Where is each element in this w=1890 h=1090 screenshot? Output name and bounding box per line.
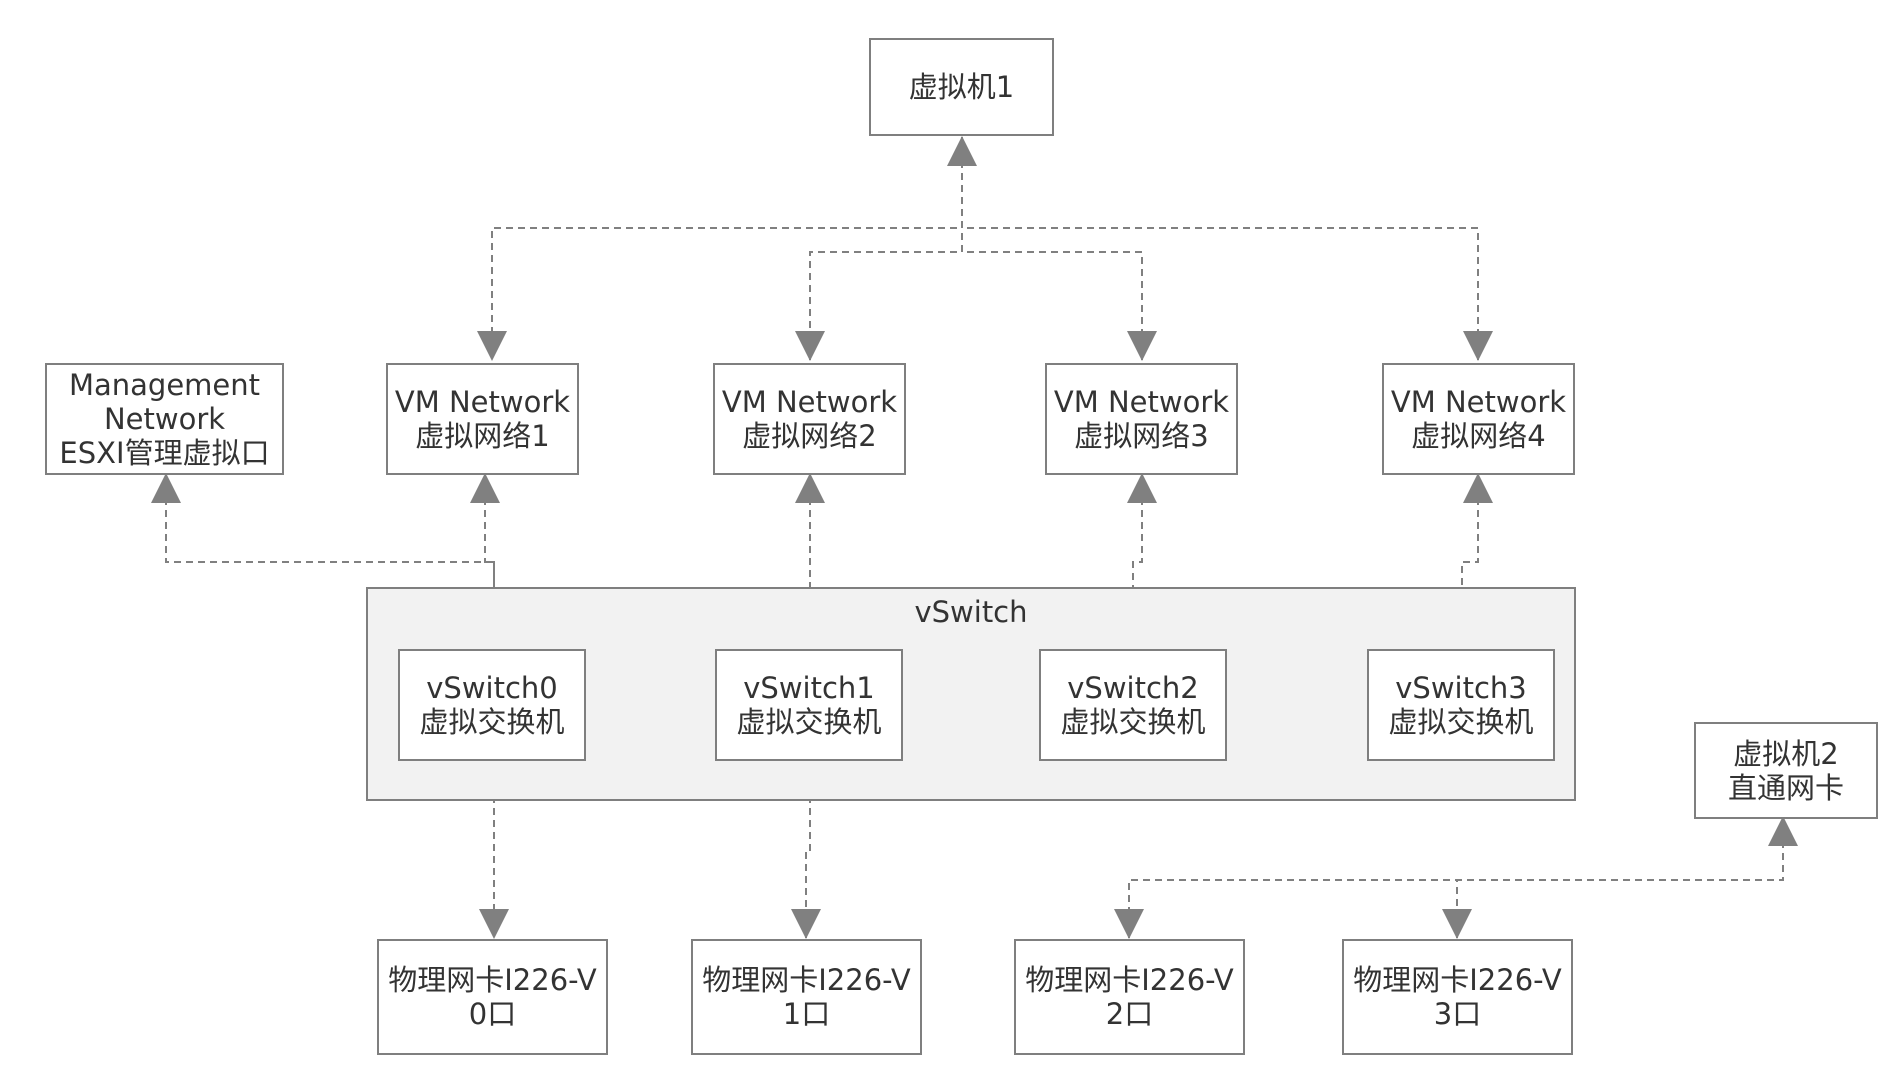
edge-vm1-vmnet1	[477, 136, 977, 361]
vm2-passthrough-node: 虚拟机2 直通网卡	[1694, 722, 1878, 819]
vm-network-2-node: VM Network 虚拟网络2	[713, 363, 906, 475]
vm-network-2-line1: VM Network	[721, 385, 898, 419]
nic-0-line1: 物理网卡I226-V	[388, 963, 597, 997]
nic-1-line1: 物理网卡I226-V	[702, 963, 911, 997]
nic-0-node: 物理网卡I226-V 0口	[377, 939, 608, 1055]
nic-2-node: 物理网卡I226-V 2口	[1014, 939, 1245, 1055]
vm-network-4-line1: VM Network	[1390, 385, 1567, 419]
vm-network-3-node: VM Network 虚拟网络3	[1045, 363, 1238, 475]
vswitch1-line1: vSwitch1	[743, 671, 875, 705]
vswitch2-line1: vSwitch2	[1067, 671, 1199, 705]
management-network-node: Management Network ESXI管理虚拟口	[45, 363, 284, 475]
vm2-line2: 直通网卡	[1727, 770, 1844, 805]
edge-vm1-vmnet3	[961, 137, 1157, 361]
vm-network-3-line1: VM Network	[1053, 385, 1230, 419]
vm-network-1-node: VM Network 虚拟网络1	[386, 363, 579, 475]
management-line2: Network	[103, 402, 226, 436]
nic-2-line1: 物理网卡I226-V	[1025, 963, 1234, 997]
nic-1-node: 物理网卡I226-V 1口	[691, 939, 922, 1055]
vm-network-3-line2: 虚拟网络3	[1074, 419, 1209, 453]
vswitch-group-title: vSwitch	[914, 595, 1028, 629]
edge-vswitch1-nic1	[791, 759, 825, 939]
nic-1-line2: 1口	[782, 997, 831, 1031]
vswitch0-line1: vSwitch0	[426, 671, 558, 705]
vm1-label: 虚拟机1	[908, 70, 1015, 104]
nic-0-line2: 0口	[468, 997, 517, 1031]
vswitch3-line1: vSwitch3	[1395, 671, 1527, 705]
vm-network-4-node: VM Network 虚拟网络4	[1382, 363, 1575, 475]
nic-3-line1: 物理网卡I226-V	[1353, 963, 1562, 997]
vswitch1-line2: 虚拟交换机	[736, 705, 882, 739]
vm-network-4-line2: 虚拟网络4	[1411, 419, 1546, 453]
edge-vm1-vmnet4	[961, 137, 1493, 361]
vswitch3-line2: 虚拟交换机	[1388, 705, 1534, 739]
vm2-line1: 虚拟机2	[1733, 736, 1839, 771]
nic-3-node: 物理网卡I226-V 3口	[1342, 939, 1573, 1055]
vswitch0-line2: 虚拟交换机	[419, 705, 565, 739]
vswitch2-line2: 虚拟交换机	[1060, 705, 1206, 739]
management-line3: ESXI管理虚拟口	[59, 436, 270, 470]
edge-vm2-nic3	[1442, 817, 1784, 939]
nic-2-line2: 2口	[1105, 997, 1154, 1031]
vm-network-1-line2: 虚拟网络1	[415, 419, 550, 453]
edge-vm2-nic2	[1114, 816, 1798, 939]
vswitch0-node: vSwitch0 虚拟交换机	[398, 649, 586, 761]
vswitch1-node: vSwitch1 虚拟交换机	[715, 649, 903, 761]
management-line1: Management	[68, 368, 261, 402]
vswitch2-node: vSwitch2 虚拟交换机	[1039, 649, 1227, 761]
nic-3-line2: 3口	[1433, 997, 1482, 1031]
edge-vm1-vmnet2	[795, 137, 963, 361]
vswitch3-node: vSwitch3 虚拟交换机	[1367, 649, 1555, 761]
vm-network-2-line2: 虚拟网络2	[742, 419, 877, 453]
vm-network-1-line1: VM Network	[394, 385, 571, 419]
vm1-node: 虚拟机1	[869, 38, 1054, 136]
